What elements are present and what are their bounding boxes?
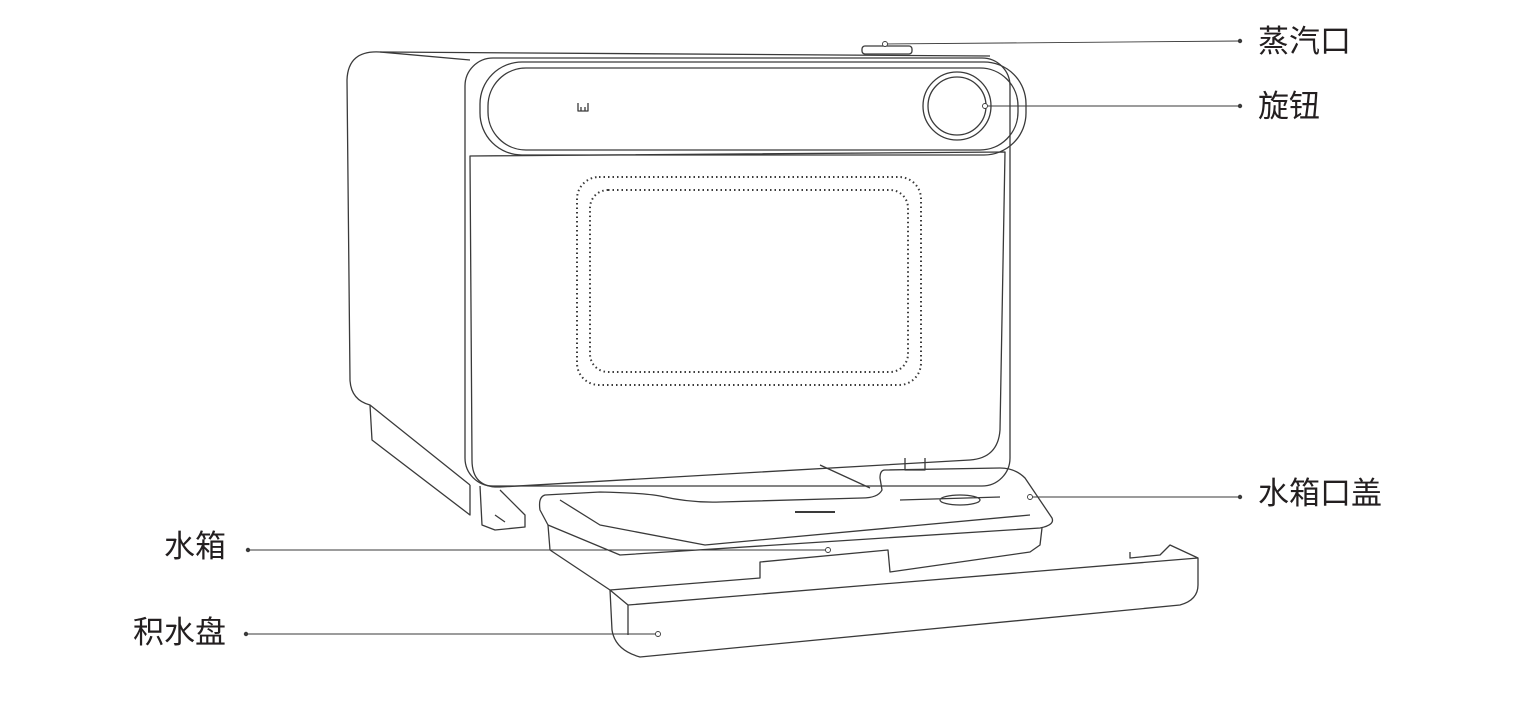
label-knob: 旋钮 <box>1258 89 1320 125</box>
water-tank <box>547 524 1043 591</box>
label-steam-vent: 蒸汽口 <box>1258 24 1351 60</box>
control-panel <box>479 61 1027 156</box>
leader-lines <box>246 40 1241 635</box>
oven-body-side <box>346 51 471 486</box>
steam-vent <box>861 45 913 55</box>
label-water-tank: 水箱 <box>164 529 226 565</box>
oven-base-side <box>369 404 471 516</box>
mi-logo-icon <box>577 103 589 112</box>
label-water-tank-lid: 水箱口盖 <box>1258 476 1382 512</box>
drip-tray <box>609 544 1199 658</box>
label-drip-tray: 积水盘 <box>133 615 226 651</box>
oven-door <box>469 151 1006 488</box>
water-tank-lid <box>538 467 1054 556</box>
leader-steam-vent <box>884 40 1241 45</box>
oven-rail <box>819 458 926 489</box>
door-window <box>576 176 922 386</box>
oven-front <box>464 57 1011 487</box>
oven-top-edge <box>379 51 991 57</box>
knob <box>922 71 992 141</box>
oven-foot-left <box>479 485 526 531</box>
